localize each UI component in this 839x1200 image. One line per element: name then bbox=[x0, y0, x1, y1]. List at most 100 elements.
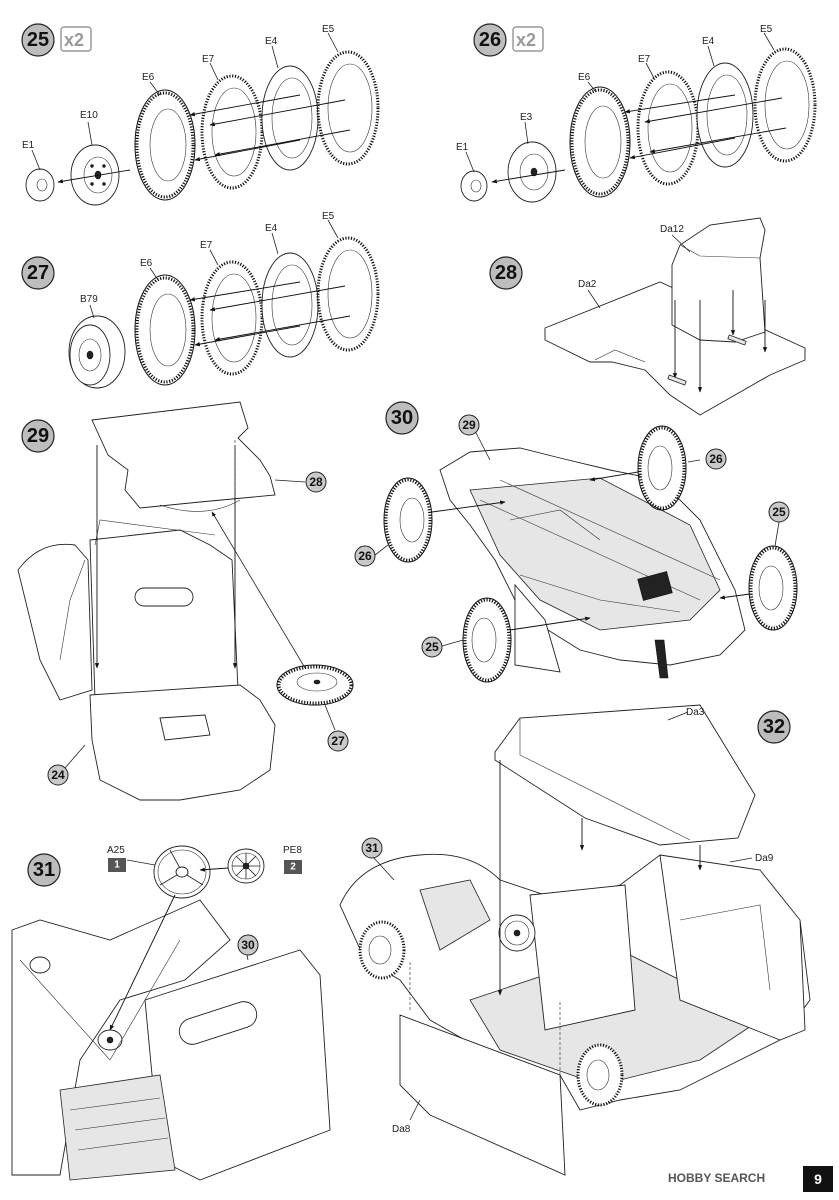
step-25-badge bbox=[21, 23, 55, 57]
step-29-number: 29 bbox=[27, 425, 49, 447]
step-25: 25 x2 E1 E10 E6 bbox=[21, 23, 380, 206]
step-31: 31 A25 1 PE8 2 bbox=[11, 845, 331, 1181]
step-30: 30 29 bbox=[354, 401, 798, 683]
part-e1 bbox=[460, 170, 488, 202]
part-e7-ring bbox=[636, 70, 700, 186]
label-da12: Da12 bbox=[660, 224, 684, 235]
step-28-number: 28 bbox=[495, 262, 517, 284]
footer: HOBBY SEARCH 9 bbox=[668, 1166, 833, 1192]
step-27-badge bbox=[21, 256, 55, 290]
callout-30-number: 30 bbox=[241, 938, 255, 952]
label-pe8: PE8 bbox=[283, 845, 302, 856]
callout-28-number: 28 bbox=[309, 475, 323, 489]
label-da3: Da3 bbox=[686, 707, 705, 718]
callout-26-left-number: 26 bbox=[358, 549, 372, 563]
part-e7-ring bbox=[200, 260, 264, 376]
step-31-number: 31 bbox=[33, 859, 55, 881]
callout-27 bbox=[327, 730, 349, 752]
step-32-number: 32 bbox=[763, 716, 785, 738]
tag-2-number: 2 bbox=[290, 862, 296, 873]
callout-25-left-number: 25 bbox=[425, 640, 439, 654]
label-e4: E4 bbox=[265, 36, 278, 47]
part-e5-sidewall bbox=[316, 236, 380, 352]
part-cockpit-interior bbox=[11, 899, 331, 1181]
page-number-box bbox=[803, 1166, 833, 1192]
page-number: 9 bbox=[814, 1171, 822, 1187]
label-e6: E6 bbox=[140, 258, 153, 269]
callout-27-number: 27 bbox=[331, 734, 345, 748]
callout-24 bbox=[47, 764, 69, 786]
label-e7: E7 bbox=[200, 240, 213, 251]
step-27-number: 27 bbox=[27, 262, 49, 284]
tag-2 bbox=[284, 860, 302, 874]
callout-24-number: 24 bbox=[51, 768, 65, 782]
step-25-number: 25 bbox=[27, 29, 49, 51]
callout-31-number: 31 bbox=[365, 841, 379, 855]
step-30-number: 30 bbox=[391, 407, 413, 429]
part-e7-ring bbox=[200, 74, 264, 190]
part-e1 bbox=[25, 168, 55, 202]
part-chassis bbox=[439, 447, 746, 679]
label-e1: E1 bbox=[22, 140, 35, 151]
label-da8: Da8 bbox=[392, 1124, 411, 1135]
part-a25-steering-wheel bbox=[153, 845, 211, 899]
part-e6-tire bbox=[569, 86, 631, 198]
step-26-multiplier: x2 bbox=[516, 30, 536, 50]
step-26-number: 26 bbox=[479, 29, 501, 51]
step-32: 32 Da3 Da9 Da8 bbox=[339, 704, 811, 1176]
wheel-rear-right bbox=[637, 425, 687, 511]
step-26: 26 x2 E1 E3 E6 E7 bbox=[456, 23, 817, 203]
callout-28 bbox=[305, 471, 327, 493]
callout-31 bbox=[361, 837, 383, 859]
step-25-multiplier-box bbox=[60, 26, 92, 52]
step-30-badge bbox=[385, 401, 419, 435]
callout-29 bbox=[458, 414, 480, 436]
part-e10 bbox=[70, 144, 120, 206]
callout-26-left bbox=[354, 545, 376, 567]
step-28: 28 Da2 Da12 bbox=[489, 217, 806, 416]
callout-29-number: 29 bbox=[462, 418, 476, 432]
part-e4-sidewall bbox=[696, 62, 754, 168]
part-da3-canopy bbox=[494, 704, 756, 846]
part-da12-panel bbox=[671, 217, 766, 343]
label-e5: E5 bbox=[322, 211, 335, 222]
wheel-front-left bbox=[462, 597, 512, 683]
label-e5: E5 bbox=[760, 24, 773, 35]
part-floor-assembly bbox=[91, 401, 276, 509]
step-28-badge bbox=[489, 256, 523, 290]
part-pe8-wheel bbox=[227, 848, 265, 884]
part-e4-sidewall bbox=[261, 252, 319, 358]
wheel-front-right bbox=[748, 545, 798, 631]
part-e3 bbox=[507, 141, 557, 203]
wheel-rear-left bbox=[383, 477, 433, 563]
callout-25-right-number: 25 bbox=[772, 505, 786, 519]
label-a25: A25 bbox=[107, 845, 125, 856]
step-27: 27 B79 E6 E7 E4 bbox=[21, 211, 380, 389]
step-29: 29 28 24 27 bbox=[17, 401, 354, 801]
step-32-badge bbox=[757, 710, 791, 744]
label-e4: E4 bbox=[265, 223, 278, 234]
label-e6: E6 bbox=[142, 72, 155, 83]
part-e5-sidewall bbox=[753, 47, 817, 163]
part-b79-wheel bbox=[68, 315, 126, 389]
label-e1: E1 bbox=[456, 142, 469, 153]
tag-1-number: 1 bbox=[114, 860, 120, 871]
part-vehicle-assembly bbox=[339, 853, 811, 1176]
callout-25-left bbox=[421, 636, 443, 658]
tag-1 bbox=[108, 858, 126, 872]
part-e6-tire bbox=[134, 89, 196, 201]
part-spare-wheel bbox=[276, 664, 354, 706]
step-25-multiplier: x2 bbox=[64, 30, 84, 50]
step-26-multiplier-box bbox=[512, 26, 544, 52]
callout-26-right-number: 26 bbox=[709, 452, 723, 466]
part-e5-sidewall bbox=[316, 50, 380, 166]
label-e5: E5 bbox=[322, 24, 335, 35]
label-b79: B79 bbox=[80, 294, 98, 305]
part-body-assembly bbox=[17, 519, 276, 801]
step-31-badge bbox=[27, 853, 61, 887]
label-e10: E10 bbox=[80, 110, 98, 121]
callout-30 bbox=[237, 934, 259, 956]
label-da2: Da2 bbox=[578, 279, 597, 290]
label-e3: E3 bbox=[520, 112, 533, 123]
